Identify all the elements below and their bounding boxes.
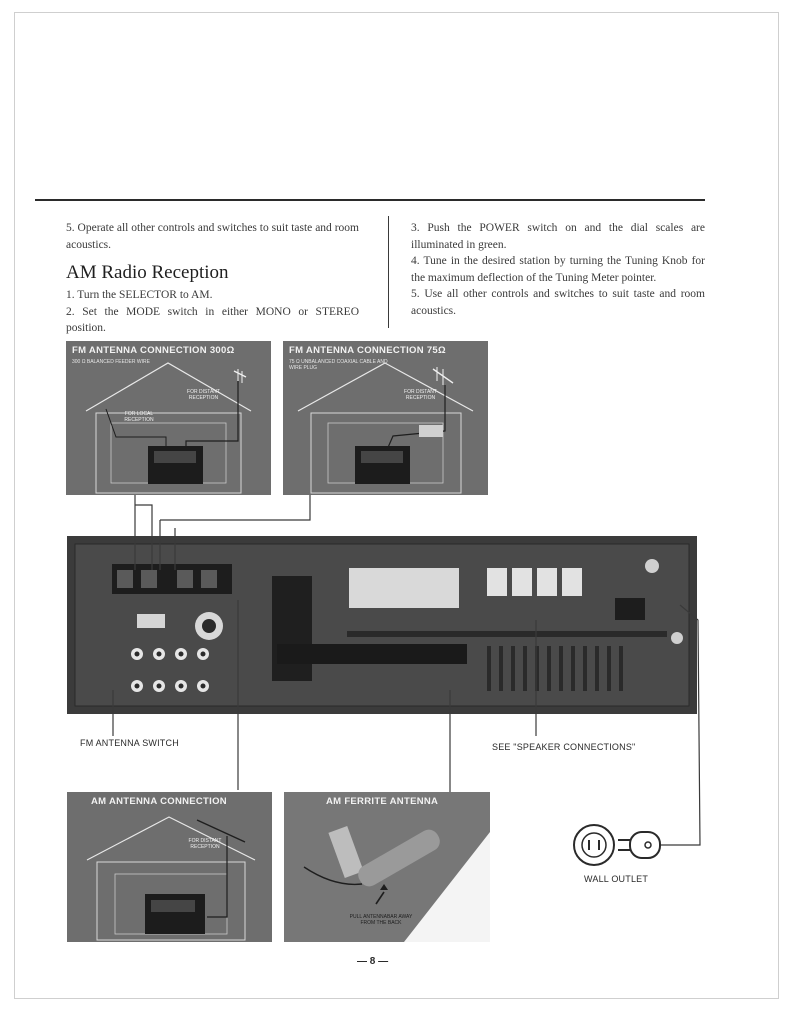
fm-antenna-switch-caption: FM ANTENNA SWITCH bbox=[80, 738, 179, 748]
page-border bbox=[14, 12, 779, 999]
fm-75-photo: FM ANTENNA CONNECTION 75Ω 75 Ω UNBALANCE… bbox=[283, 341, 488, 495]
receiver-illustration bbox=[67, 536, 697, 714]
fm-75-distant-label: FOR DISTANT RECEPTION bbox=[404, 389, 437, 401]
left-paragraph-5: 5. Operate all other controls and switch… bbox=[66, 222, 359, 251]
house-illustration bbox=[85, 362, 252, 494]
fm-300-local-label: FOR LOCAL RECEPTION bbox=[124, 411, 154, 423]
fm-75-subtitle: 75 Ω UNBALANCED COAXIAL CABLE AND WIRE P… bbox=[289, 359, 388, 371]
am-ferrite-title: AM FERRITE ANTENNA bbox=[326, 796, 439, 807]
column-divider bbox=[388, 216, 389, 328]
fm-300-distant-label: FOR DISTANT RECEPTION bbox=[187, 389, 220, 401]
wall-outlet-caption: WALL OUTLET bbox=[584, 874, 649, 884]
header-rule bbox=[35, 199, 705, 201]
fm-300-title: FM ANTENNA CONNECTION 300Ω bbox=[72, 345, 235, 356]
ferrite-illustration bbox=[303, 826, 490, 942]
fm-300-subtitle: 300 Ω BALANCED FEEDER WIRE bbox=[72, 359, 150, 365]
right-step-5: 5. Use all other controls and switches t… bbox=[411, 288, 705, 317]
am-ferrite-photo: AM FERRITE ANTENNA PULL ANTENNABAR AWAY … bbox=[284, 792, 490, 942]
speaker-connections-caption: SEE "SPEAKER CONNECTIONS" bbox=[492, 742, 636, 752]
left-step-1: 1. Turn the SELECTOR to AM. bbox=[66, 289, 213, 301]
right-column: 3. Push the POWER switch on and the dial… bbox=[411, 220, 705, 319]
am-antenna-title: AM ANTENNA CONNECTION bbox=[91, 796, 227, 807]
fm-75-title: FM ANTENNA CONNECTION 75Ω bbox=[289, 345, 446, 356]
am-ferrite-pull-label: PULL ANTENNABAR AWAY FROM THE BACK bbox=[349, 914, 413, 926]
left-step-2: 2. Set the MODE switch in either MONO or… bbox=[66, 305, 359, 335]
fm-300-photo: FM ANTENNA CONNECTION 300Ω 300 Ω BALANCE… bbox=[66, 341, 271, 495]
page-number: — 8 — bbox=[357, 956, 389, 967]
wall-outlet-icon bbox=[573, 824, 661, 866]
house-illustration bbox=[297, 362, 474, 494]
right-step-4: 4. Tune in the desired station by turnin… bbox=[411, 255, 705, 284]
am-antenna-photo: AM ANTENNA CONNECTION FOR DISTANT RECEPT… bbox=[67, 792, 272, 942]
am-antenna-distant-label: FOR DISTANT RECEPTION bbox=[188, 838, 222, 850]
left-column: 5. Operate all other controls and switch… bbox=[66, 220, 359, 337]
house-illustration bbox=[86, 816, 256, 941]
section-heading: AM Radio Reception bbox=[66, 262, 229, 283]
right-step-3: 3. Push the POWER switch on and the dial… bbox=[411, 222, 705, 251]
receiver-back-panel bbox=[67, 536, 697, 714]
